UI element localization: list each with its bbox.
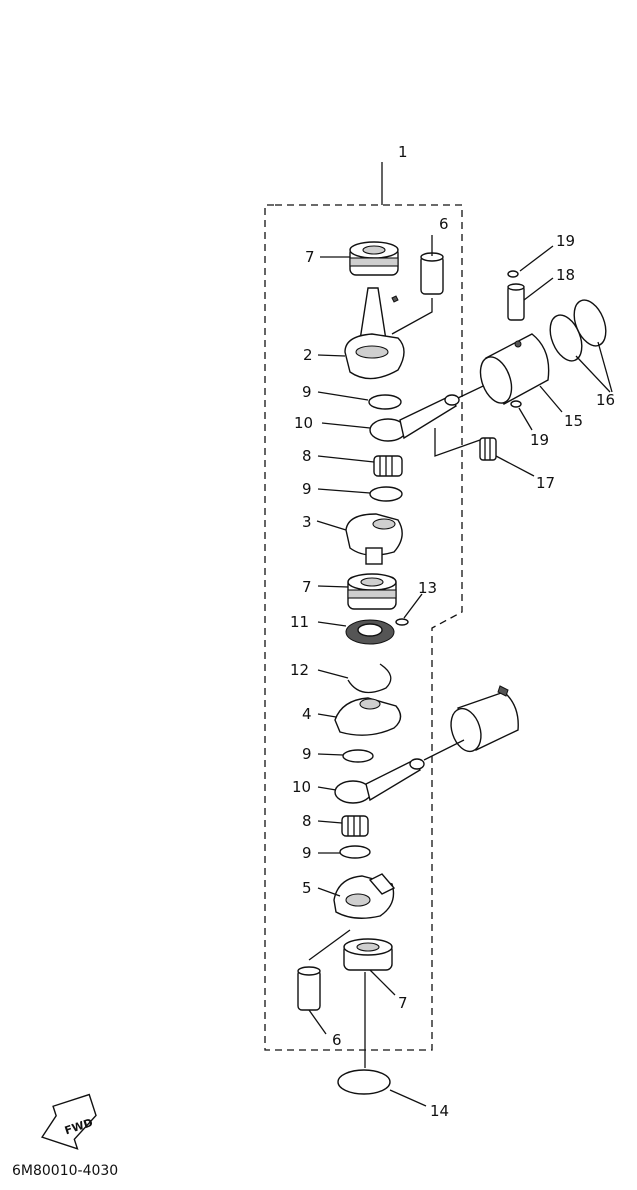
callout-crank-4: 5	[302, 879, 312, 897]
callout-seal: 11	[290, 613, 309, 631]
connecting-rod-lower	[334, 758, 425, 804]
callout-bearing-bottom: 7	[398, 994, 408, 1012]
oil-seal	[345, 619, 395, 645]
callout-assembly: 1	[398, 143, 408, 161]
small-needle-bearing	[479, 437, 497, 461]
callout-crank-3: 4	[302, 705, 312, 723]
needle-bearing-upper	[373, 455, 403, 477]
thrust-washer-2	[369, 486, 403, 502]
callout-crank-2: 3	[302, 513, 312, 531]
middle-bearing	[347, 573, 397, 610]
callout-washer-c: 9	[302, 745, 312, 763]
assembly-boundary	[264, 204, 463, 1051]
callout-key: 13	[418, 579, 437, 597]
callout-rings: 16	[596, 391, 615, 409]
piston-rings	[549, 299, 607, 362]
callout-clip-top: 19	[556, 232, 575, 250]
lower-dowel-pin	[297, 966, 321, 1011]
callout-washer-a: 9	[302, 383, 312, 401]
top-bearing	[349, 241, 399, 276]
thrust-washer-3	[342, 749, 374, 763]
lower-piston	[450, 685, 519, 753]
drawing-code: 6M80010-4030	[12, 1163, 118, 1179]
lower-bearing	[343, 938, 393, 971]
callout-piston-pin: 18	[556, 266, 575, 284]
crankshaft-web-2	[345, 513, 403, 565]
callout-rod-upper: 10	[294, 414, 313, 432]
top-dowel-pin	[420, 252, 444, 295]
callout-needle-lower: 8	[302, 812, 312, 830]
circlip-ring	[347, 663, 392, 694]
callout-pin-bottom: 6	[332, 1031, 342, 1049]
needle-bearing-lower	[341, 815, 369, 837]
callout-bearing-mid: 7	[302, 578, 312, 596]
fwd-arrow-icon	[40, 1093, 97, 1150]
crankshaft-web-3	[334, 697, 402, 736]
piston-pin-clip-top	[507, 270, 519, 278]
callout-bearing-top: 7	[305, 248, 315, 266]
callout-crank-1: 2	[303, 346, 313, 364]
o-ring	[337, 1069, 391, 1095]
callout-piston: 15	[564, 412, 583, 430]
callout-small-bearing: 17	[536, 474, 555, 492]
callout-rod-lower: 10	[292, 778, 311, 796]
piston-pin	[507, 283, 525, 321]
upper-piston	[479, 333, 550, 405]
callout-needle-upper: 8	[302, 447, 312, 465]
callout-oring: 14	[430, 1102, 449, 1120]
callout-washer-d: 9	[302, 844, 312, 862]
callout-clip-bottom: 19	[530, 431, 549, 449]
callout-circlip: 12	[290, 661, 309, 679]
crankshaft-lower-web	[333, 873, 396, 919]
callout-washer-b: 9	[302, 480, 312, 498]
callout-pin-top: 6	[439, 215, 449, 233]
woodruff-key	[395, 618, 409, 626]
connecting-rod-upper	[369, 394, 460, 442]
thrust-washer-4	[339, 845, 371, 859]
thrust-washer-1	[368, 394, 402, 410]
piston-pin-clip-bottom	[510, 400, 522, 408]
crankshaft-upper-web	[344, 287, 405, 380]
